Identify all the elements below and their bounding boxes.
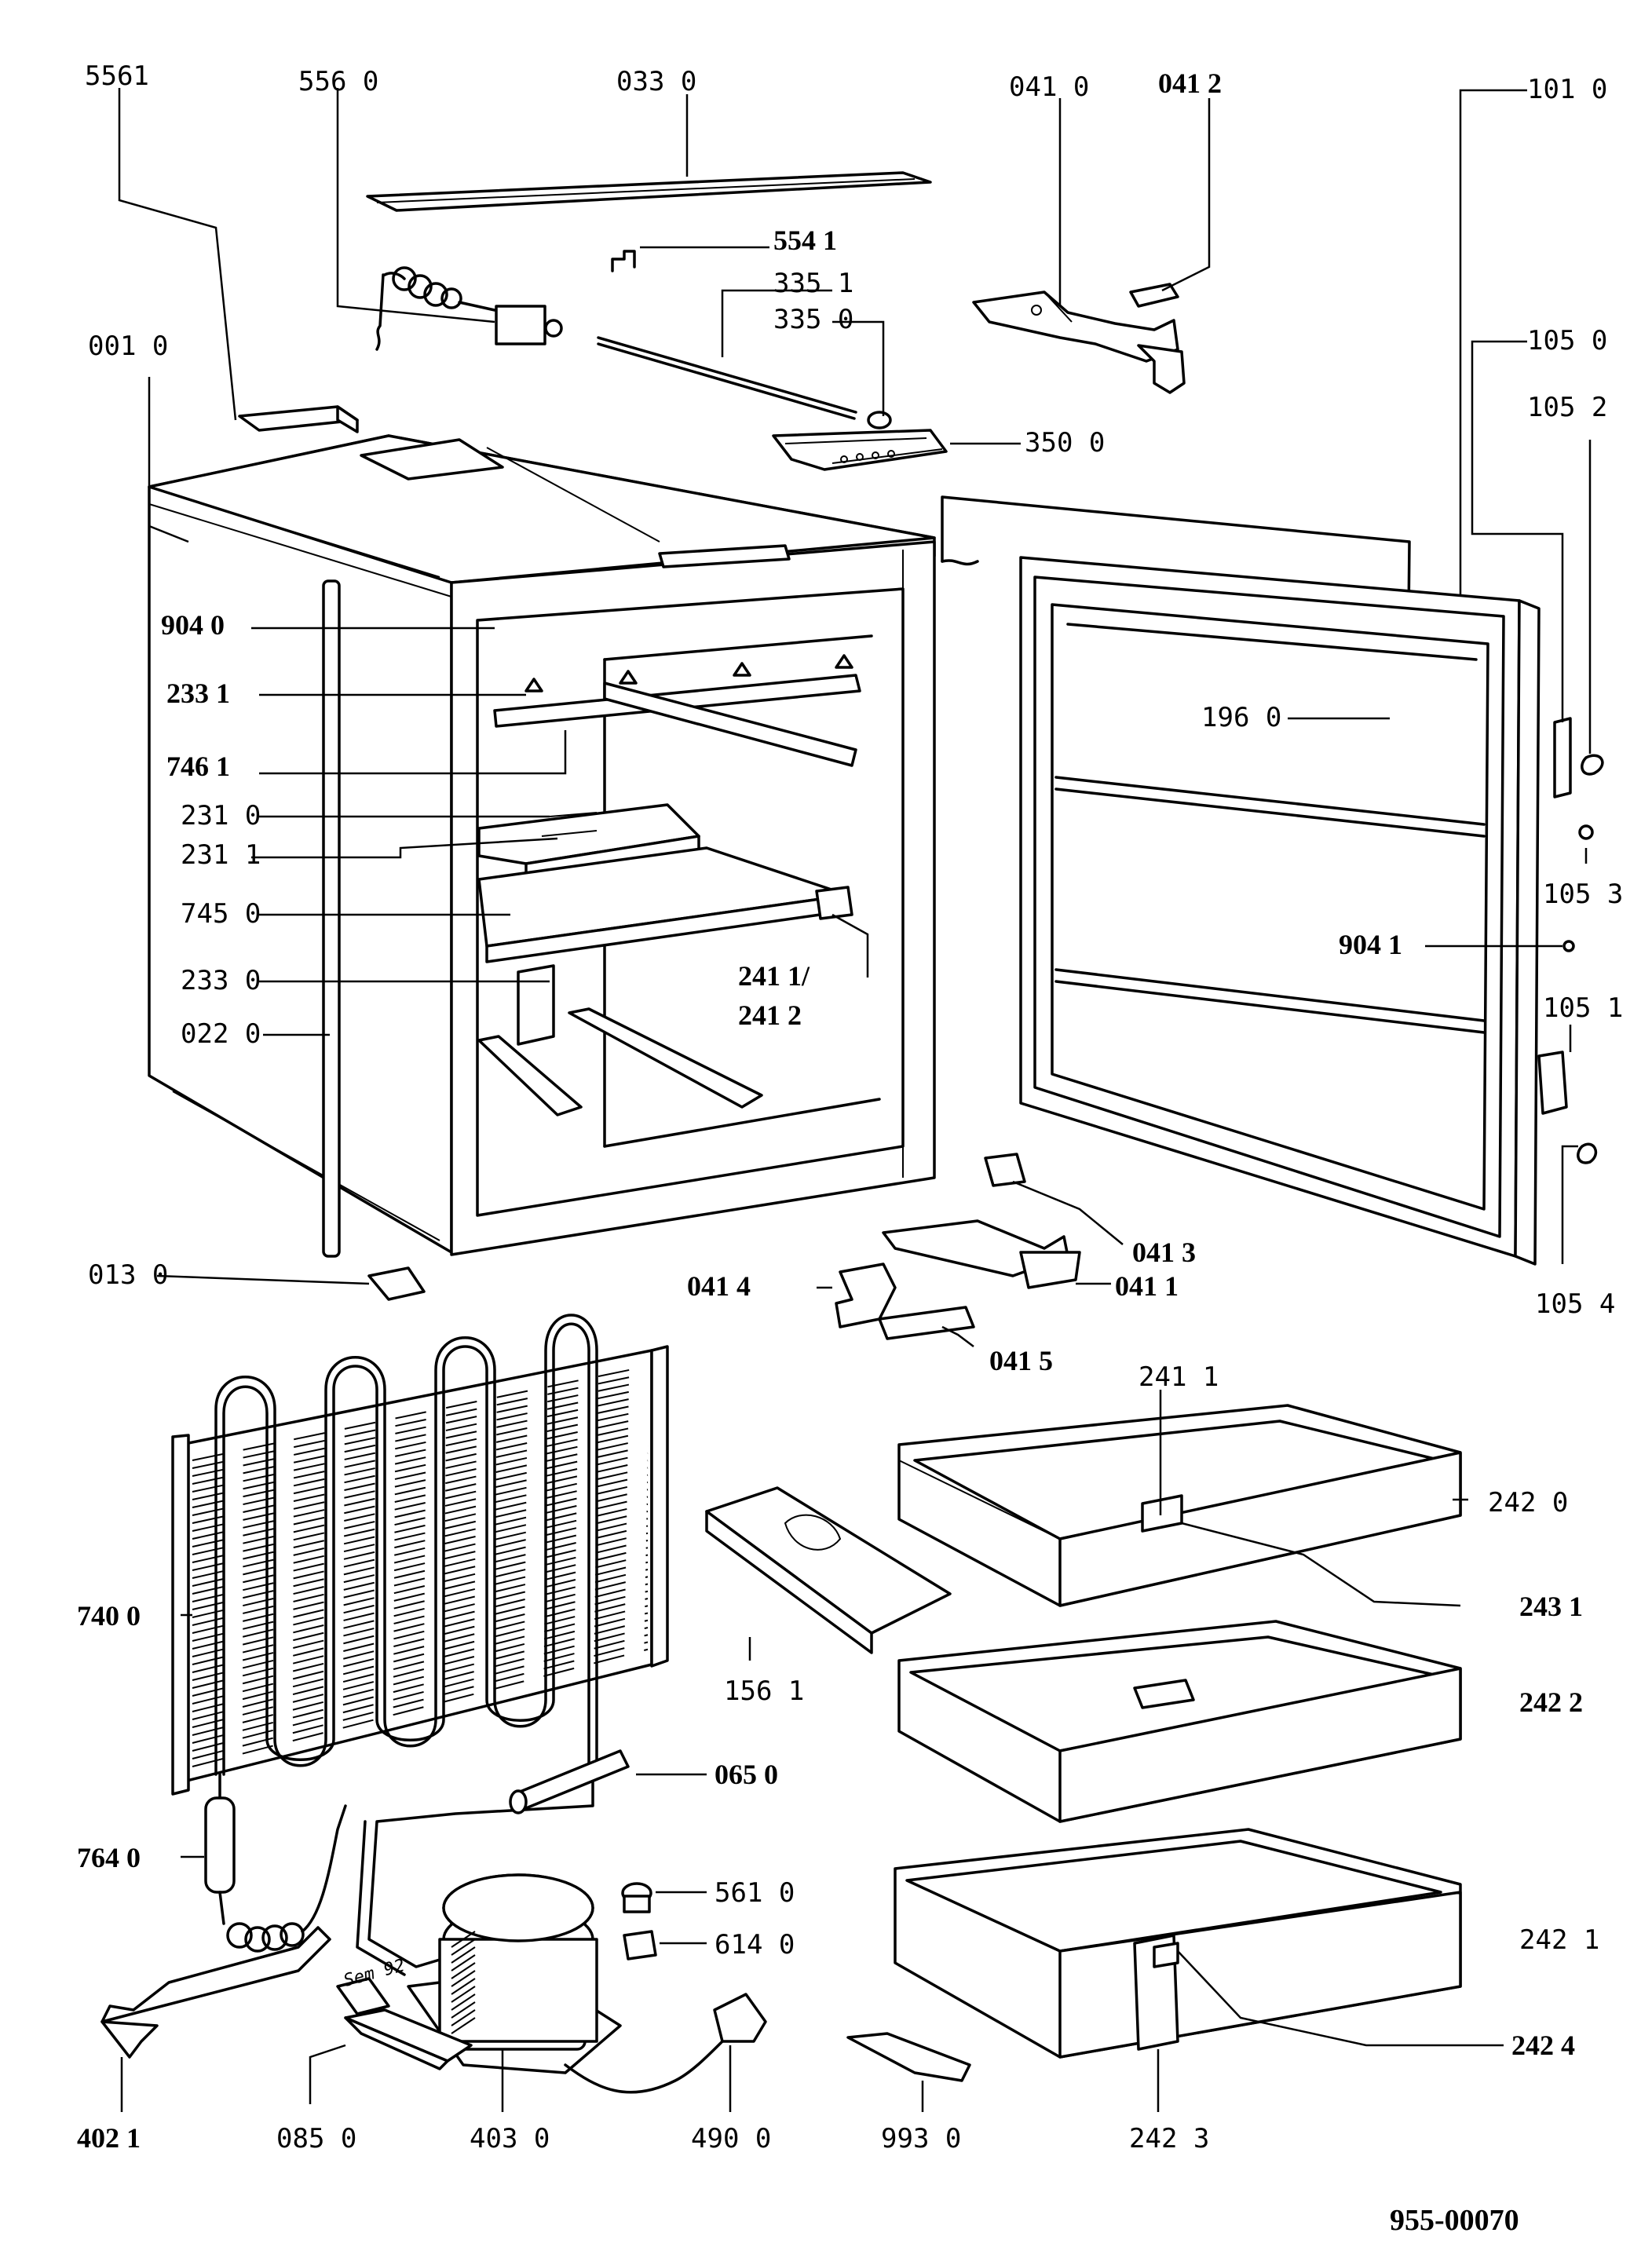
door-hinge-parts (1537, 717, 1604, 1164)
label-3350: 335 0 (773, 304, 853, 335)
hatch-line (451, 2017, 476, 2034)
label-2421: 242 1 (1519, 1924, 1599, 1956)
label-6140: 614 0 (715, 1929, 795, 1960)
egg-tray (705, 1486, 952, 1654)
label-0010: 001 0 (88, 331, 168, 362)
label-9930: 993 0 (881, 2123, 961, 2154)
leader-lines (118, 88, 1592, 2112)
hatch-line (451, 1939, 476, 1956)
thermostat-rod (597, 336, 857, 420)
label-0412: 041 2 (1158, 68, 1222, 99)
label-2423: 242 3 (1129, 2123, 1209, 2154)
hatch-line (451, 1978, 476, 1995)
scraper-part-9930 (846, 2032, 971, 2082)
thermostat-assembly (375, 266, 563, 351)
hatch-line (451, 1993, 476, 2011)
label-2311: 231 1 (181, 839, 261, 871)
label-2330: 233 0 (181, 965, 261, 996)
label-5541: 554 1 (773, 225, 837, 256)
label-0415: 041 5 (989, 1345, 1053, 1376)
label-1561: 156 1 (724, 1675, 804, 1707)
label-0414: 041 4 (687, 1270, 751, 1302)
label-0410: 041 0 (1009, 71, 1089, 103)
knob-part-3350 (867, 411, 892, 429)
drawer-handle-2423 (1133, 1934, 1179, 2051)
label-7450: 745 0 (181, 898, 261, 930)
door-assembly (1019, 556, 1541, 1266)
hatch-line (451, 1931, 476, 1948)
hatch-line (451, 2001, 476, 2019)
label-0413: 041 3 (1132, 1237, 1196, 1268)
label-1050: 105 0 (1527, 325, 1607, 356)
crisper-drawer-2422 (897, 1620, 1462, 1823)
label-1960: 196 0 (1201, 702, 1281, 733)
leveling-foot-0130 (367, 1266, 426, 1301)
label-2411: 241 1 (1138, 1361, 1219, 1393)
upper-hinge-assembly (972, 283, 1186, 394)
label-9040: 904 0 (161, 609, 225, 641)
label-7461: 746 1 (166, 751, 230, 782)
label-7640: 764 0 (77, 1842, 141, 1873)
label-0650: 065 0 (715, 1759, 778, 1790)
drawer-handle-2431 (1141, 1494, 1183, 1533)
label-5610: 561 0 (715, 1877, 795, 1909)
label-4021: 402 1 (77, 2122, 141, 2154)
label-1053: 105 3 (1543, 879, 1623, 910)
suction-pipe (356, 1765, 594, 1976)
hatch-line (451, 1970, 476, 1987)
label-0330: 033 0 (616, 66, 696, 97)
label-2424: 242 4 (1511, 2030, 1575, 2061)
label-3351: 335 1 (773, 268, 853, 299)
compressor (407, 1873, 622, 2074)
compressor-bracket (101, 1926, 390, 2059)
label-0220: 022 0 (181, 1018, 261, 1050)
crisper-drawer-2420 (897, 1404, 1462, 1607)
rail-part-0850 (344, 2008, 473, 2070)
label-1052: 105 2 (1527, 392, 1607, 423)
label-0411: 041 1 (1115, 1270, 1179, 1302)
lower-hinge-assembly (835, 1153, 1081, 1340)
label-2411-slash: 241 1/ (738, 960, 810, 992)
label-4030: 403 0 (470, 2123, 550, 2154)
label-0850: 085 0 (276, 2123, 356, 2154)
label-1051: 105 1 (1543, 992, 1623, 1024)
door-gasket-strip (322, 579, 341, 1258)
electrical-parts (564, 1882, 767, 2094)
upper-shelf-frame (493, 654, 861, 767)
top-cover-trim (366, 171, 932, 212)
tube-part-0650 (509, 1749, 630, 1814)
label-3500: 350 0 (1025, 427, 1105, 459)
label-7400: 740 0 (77, 1600, 141, 1632)
label-4900: 490 0 (691, 2123, 771, 2154)
drier-filter (204, 1773, 347, 1953)
label-2422: 242 2 (1519, 1686, 1583, 1718)
label-2331: 233 1 (166, 678, 230, 709)
label-1054: 105 4 (1535, 1288, 1615, 1320)
bracket-part-5561 (238, 405, 359, 433)
glass-shelf (477, 846, 853, 963)
label-5561: 5561 (85, 60, 149, 92)
drawing-number: 955-00070 (1390, 2204, 1519, 2237)
label-2310: 231 0 (181, 800, 261, 831)
part-labels: 5561 556 0 033 0 041 0 041 2 101 0 554 1… (77, 60, 1623, 2237)
condenser-coil (214, 1314, 598, 1776)
label-9041: 904 1 (1339, 929, 1402, 960)
label-0130: 013 0 (88, 1259, 168, 1291)
bottom-rails (477, 1007, 763, 1116)
clip-part-5541 (611, 250, 636, 272)
hatch-line (451, 1946, 476, 1964)
label-2420: 242 0 (1488, 1487, 1568, 1518)
crisper-cover-support (517, 964, 555, 1046)
label-2431: 243 1 (1519, 1591, 1583, 1622)
hatch-line (451, 2009, 476, 2026)
label-1010: 101 0 (1527, 74, 1607, 105)
hatch-line (451, 1954, 476, 1971)
label-5560: 556 0 (298, 66, 378, 97)
compressor-hatching (451, 1931, 476, 2034)
hatch-line (451, 1986, 476, 2003)
light-switch-panel (772, 429, 948, 471)
hatch-line (451, 1962, 476, 1979)
label-2412: 241 2 (738, 999, 802, 1031)
